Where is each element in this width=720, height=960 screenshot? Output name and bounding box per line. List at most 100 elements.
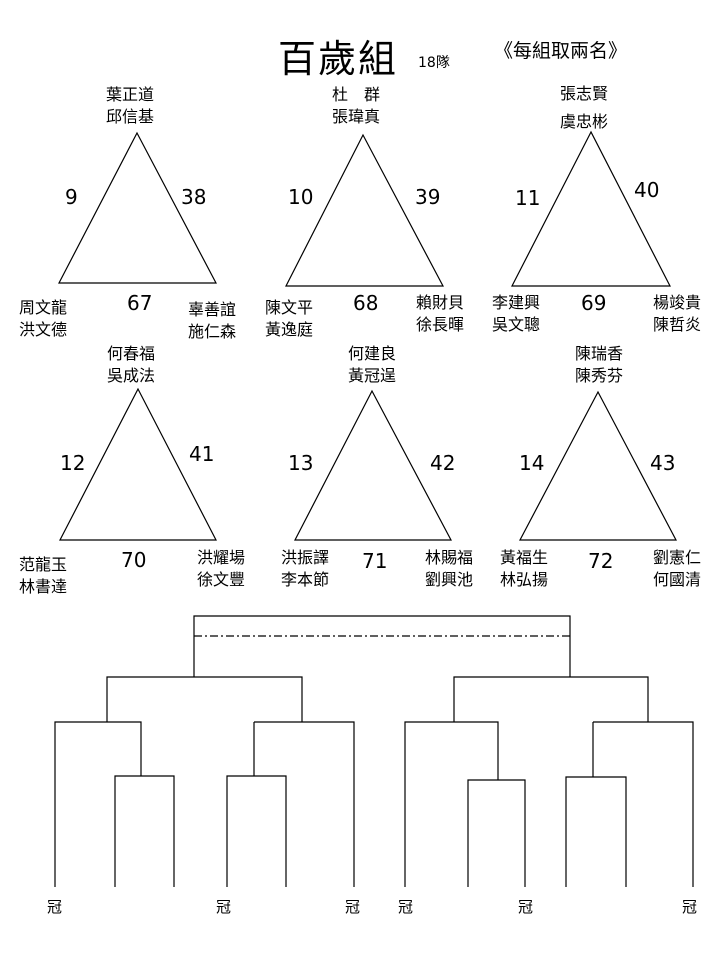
player-name: 徐長暉 bbox=[416, 315, 465, 334]
group-1-match-right: 38 bbox=[181, 185, 207, 209]
player-name: 黃逸庭 bbox=[265, 320, 314, 339]
bracket-left-semi bbox=[106, 676, 303, 722]
player-name: 林弘揚 bbox=[500, 570, 549, 589]
group-5-top-pair: 何建良 黃冠逞 bbox=[348, 343, 396, 387]
group-2-bottom-right-pair: 賴財貝 徐長暉 bbox=[416, 292, 464, 336]
group-2-match-left: 10 bbox=[288, 185, 314, 209]
bracket-final bbox=[193, 615, 571, 677]
group-1-triangle bbox=[58, 131, 217, 284]
champion-mark: 冠 bbox=[398, 898, 414, 916]
group-4-match-right: 41 bbox=[189, 442, 215, 466]
group-2-match-bottom: 68 bbox=[353, 291, 379, 315]
group-3-top-pair: 張志賢 虞忠彬 bbox=[560, 80, 608, 136]
player-name: 洪文德 bbox=[19, 320, 68, 339]
group-2-triangle bbox=[285, 133, 444, 287]
player-name: 辜善誼 bbox=[188, 300, 237, 319]
player-name: 黃福生 bbox=[500, 548, 549, 567]
group-4-bottom-left-pair: 范龍玉 林書達 bbox=[19, 554, 67, 598]
player-name: 徐文豐 bbox=[197, 570, 246, 589]
group-4-match-bottom: 70 bbox=[121, 548, 147, 572]
player-name: 何國清 bbox=[653, 570, 702, 589]
champion-mark: 冠 bbox=[682, 898, 698, 916]
player-name: 洪振譯 bbox=[281, 548, 330, 567]
player-name: 林賜福 bbox=[425, 548, 474, 567]
page-title: 百歲組 bbox=[278, 37, 399, 81]
champion-mark: 冠 bbox=[518, 898, 534, 916]
champion-mark: 冠 bbox=[216, 898, 232, 916]
player-name: 陳瑞香 bbox=[575, 344, 624, 363]
group-2-match-right: 39 bbox=[415, 185, 441, 209]
player-name: 葉正道 bbox=[106, 85, 155, 104]
group-6-match-left: 14 bbox=[519, 451, 545, 475]
bracket-left-q2 bbox=[254, 721, 355, 887]
group-6-match-right: 43 bbox=[650, 451, 676, 475]
bracket-left-q1 bbox=[54, 721, 142, 887]
group-6-top-pair: 陳瑞香 陳秀芬 bbox=[575, 343, 623, 387]
group-4-triangle bbox=[59, 387, 217, 541]
group-3-match-left: 11 bbox=[515, 186, 541, 210]
champion-mark: 冠 bbox=[345, 898, 361, 916]
elimination-bracket bbox=[54, 615, 694, 887]
player-name: 陳文平 bbox=[265, 298, 314, 317]
player-name: 周文龍 bbox=[19, 298, 68, 317]
group-2-bottom-left-pair: 陳文平 黃逸庭 bbox=[265, 297, 313, 341]
player-name: 黃冠逞 bbox=[348, 366, 397, 385]
player-name: 楊竣貴 bbox=[653, 293, 702, 312]
bracket-right-semi bbox=[453, 676, 649, 722]
group-4-bottom-right-pair: 洪耀場 徐文豐 bbox=[197, 547, 245, 591]
player-name: 吳文聰 bbox=[492, 315, 541, 334]
group-1-top-pair: 葉正道 邱信基 bbox=[106, 84, 154, 128]
player-name: 杜 群 bbox=[332, 85, 381, 104]
player-name: 施仁森 bbox=[188, 322, 237, 341]
player-name: 張志賢 bbox=[560, 84, 609, 103]
bracket-left-q2-sub bbox=[226, 775, 287, 887]
group-1-bottom-left-pair: 周文龍 洪文德 bbox=[19, 297, 67, 341]
player-name: 賴財貝 bbox=[416, 293, 465, 312]
group-3-triangle bbox=[511, 130, 671, 287]
player-name: 李建興 bbox=[492, 293, 541, 312]
group-4-top-pair: 何春福 吳成法 bbox=[107, 343, 155, 387]
group-3-bottom-left-pair: 李建興 吳文聰 bbox=[492, 292, 540, 336]
player-name: 李本節 bbox=[281, 570, 330, 589]
player-name: 陳哲炎 bbox=[653, 315, 702, 334]
group-5-match-left: 13 bbox=[288, 451, 314, 475]
player-name: 吳成法 bbox=[107, 366, 156, 385]
group-6-bottom-right-pair: 劉憲仁 何國清 bbox=[653, 547, 701, 591]
bracket-right-q2-sub bbox=[565, 776, 627, 887]
group-1-match-bottom: 67 bbox=[127, 291, 153, 315]
group-5-bottom-right-pair: 林賜福 劉興池 bbox=[425, 547, 473, 591]
player-name: 何建良 bbox=[348, 344, 397, 363]
group-6-match-bottom: 72 bbox=[588, 549, 614, 573]
champion-mark: 冠 bbox=[47, 898, 63, 916]
player-name: 邱信基 bbox=[106, 107, 155, 126]
player-name: 林書達 bbox=[19, 577, 68, 596]
team-count: 18隊 bbox=[418, 55, 450, 71]
group-5-match-right: 42 bbox=[430, 451, 456, 475]
player-name: 陳秀芬 bbox=[575, 366, 624, 385]
qualification-rule: 《每組取兩名》 bbox=[494, 40, 628, 62]
player-name: 范龍玉 bbox=[19, 555, 68, 574]
group-1-match-left: 9 bbox=[65, 185, 78, 209]
group-1-bottom-right-pair: 辜善誼 施仁森 bbox=[188, 299, 236, 343]
group-3-bottom-right-pair: 楊竣貴 陳哲炎 bbox=[653, 292, 701, 336]
player-name: 劉憲仁 bbox=[653, 548, 702, 567]
bracket-right-q1-sub bbox=[467, 779, 526, 887]
group-3-match-right: 40 bbox=[634, 178, 660, 202]
player-name: 張瑋真 bbox=[332, 107, 381, 126]
group-5-match-bottom: 71 bbox=[362, 549, 388, 573]
bracket-right-q1 bbox=[404, 721, 499, 887]
group-6-bottom-left-pair: 黃福生 林弘揚 bbox=[500, 547, 548, 591]
player-name: 何春福 bbox=[107, 344, 156, 363]
group-6-triangle bbox=[519, 390, 677, 541]
player-name: 劉興池 bbox=[425, 570, 474, 589]
group-4-match-left: 12 bbox=[60, 451, 86, 475]
group-5-triangle bbox=[294, 389, 452, 541]
bracket-right-q2 bbox=[593, 721, 694, 887]
player-name: 虞忠彬 bbox=[560, 112, 609, 131]
bracket-left-q1-sub bbox=[114, 775, 175, 887]
player-name: 洪耀場 bbox=[197, 548, 246, 567]
group-2-top-pair: 杜 群 張瑋真 bbox=[332, 84, 380, 128]
group-3-match-bottom: 69 bbox=[581, 291, 607, 315]
group-5-bottom-left-pair: 洪振譯 李本節 bbox=[281, 547, 329, 591]
